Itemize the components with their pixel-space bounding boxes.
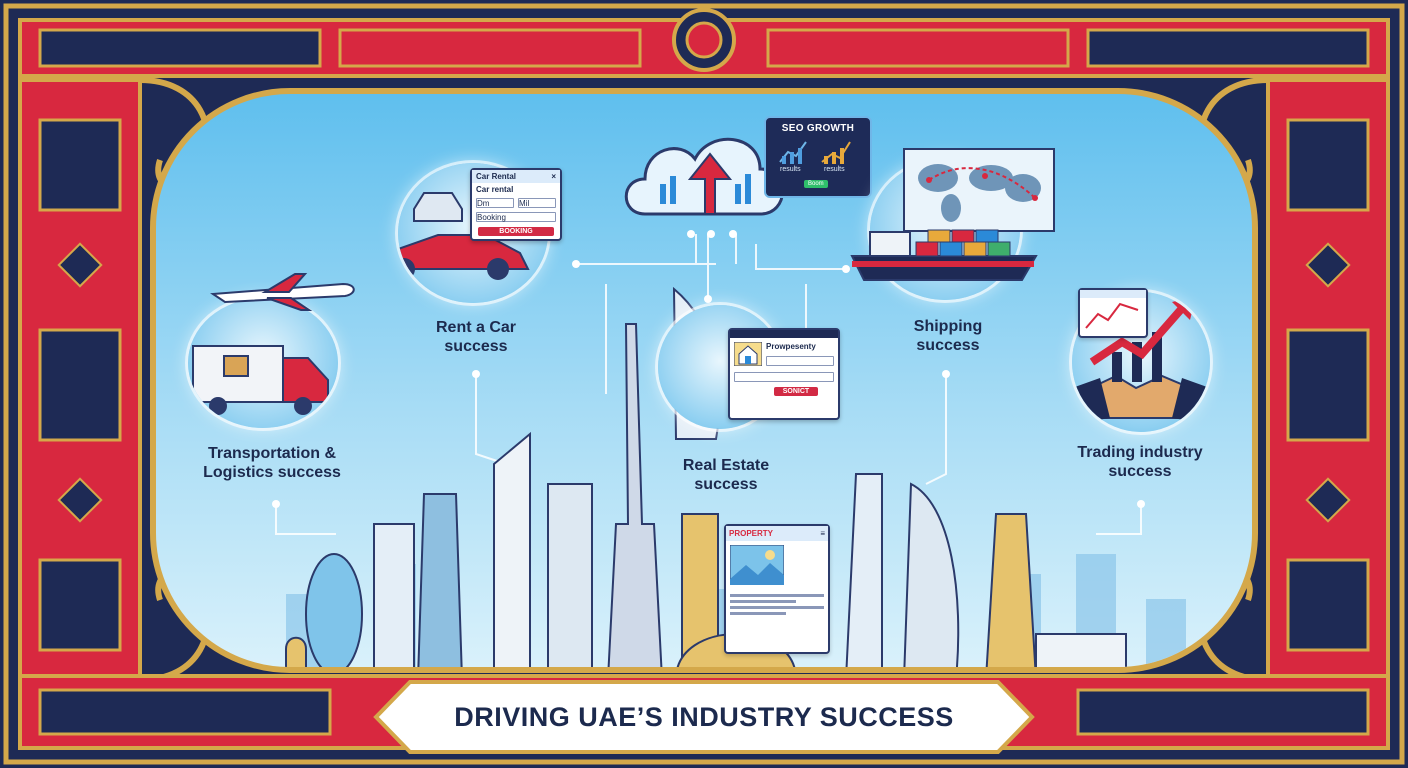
property-web-page: PROPERTY ≡ bbox=[724, 524, 830, 654]
property-form-title: Prowpesenty bbox=[766, 342, 816, 351]
property-submit-button[interactable]: SONICT bbox=[774, 387, 818, 396]
ship-icon bbox=[850, 229, 1038, 281]
seo-action-button[interactable]: Boom bbox=[804, 180, 828, 188]
car-rental-form: Car Rental × Car rental Dm Mil Booking BO… bbox=[470, 168, 562, 241]
city-skyline bbox=[272, 230, 1186, 667]
property-form: Prowpesenty SONICT bbox=[728, 328, 840, 420]
title-banner bbox=[373, 680, 1035, 754]
image-placeholder-icon bbox=[729, 544, 785, 586]
seo-left-caption: results bbox=[780, 166, 801, 173]
property-page-header: PROPERTY bbox=[729, 529, 774, 538]
car-form-title: Car rental bbox=[476, 185, 514, 194]
seo-growth-panel: SEO GROWTH results results Boom bbox=[764, 116, 872, 198]
world-map-icon bbox=[903, 148, 1055, 232]
car-form-select[interactable]: Booking bbox=[476, 212, 556, 222]
house-icon bbox=[734, 342, 762, 366]
seo-right-caption: results bbox=[824, 166, 845, 173]
airplane-icon bbox=[210, 273, 355, 311]
close-icon[interactable]: × bbox=[551, 172, 556, 181]
car-form-tab: Car Rental bbox=[476, 172, 517, 181]
menu-icon[interactable]: ≡ bbox=[820, 529, 825, 538]
seo-growth-title: SEO GROWTH bbox=[781, 123, 855, 134]
truck-icon bbox=[192, 345, 329, 415]
property-form-field[interactable] bbox=[766, 356, 834, 366]
property-form-select[interactable] bbox=[734, 372, 834, 382]
car-booking-button[interactable]: BOOKING bbox=[478, 227, 554, 236]
car-form-field-b[interactable]: Mil bbox=[518, 198, 556, 208]
trading-chart-card bbox=[1078, 288, 1148, 338]
growth-chart-icon bbox=[779, 141, 851, 164]
transport-node bbox=[188, 298, 338, 428]
car-form-field-a[interactable]: Dm bbox=[476, 198, 514, 208]
banner-title: DRIVING UAE’S INDUSTRY SUCCESS bbox=[454, 701, 954, 732]
transport-label: Transportation &Logistics success bbox=[203, 445, 341, 481]
